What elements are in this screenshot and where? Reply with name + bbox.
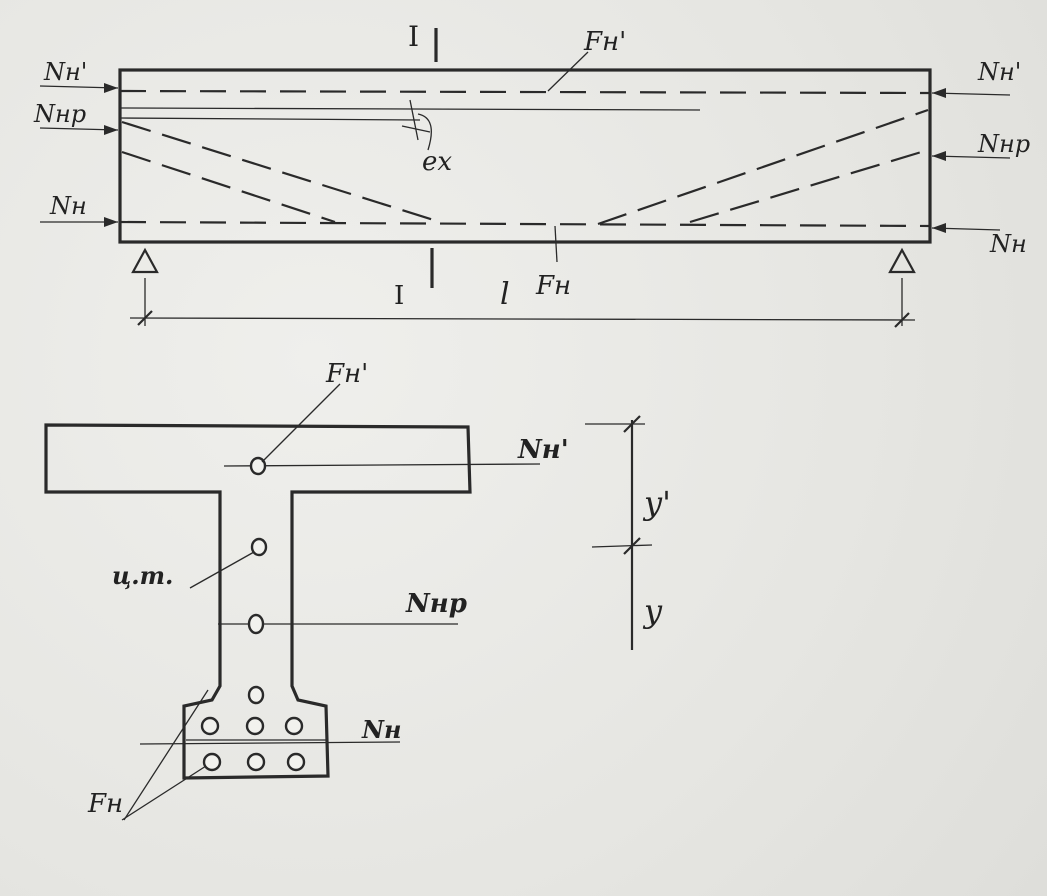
label-force-top-left: Nн' — [43, 58, 87, 86]
label-section-top: I — [408, 20, 419, 53]
cross-section: Fн' ц.т. Fн Nн' Nнр Nн y' y — [44, 359, 671, 821]
label-force-prestress-left: Nнр — [33, 100, 86, 128]
right-support — [888, 247, 916, 274]
section-dimension — [585, 415, 653, 650]
leader-bottom-area — [554, 225, 558, 263]
ref-line-bottom — [139, 741, 401, 745]
label-area-bottom: Fн — [535, 271, 571, 301]
inclined-tendon-right-2 — [689, 148, 929, 224]
beam-outline — [118, 68, 932, 244]
section-outline — [44, 423, 472, 780]
label-force-prestress-right: Nнр — [977, 130, 1030, 158]
left-support — [131, 247, 159, 274]
label-force-top-right: Nн' — [977, 58, 1021, 86]
leader-section-area-top — [261, 383, 341, 463]
leader-top-area — [547, 51, 589, 92]
label-section-force-top: Nн' — [517, 435, 569, 465]
label-section-bottom: I — [394, 281, 404, 311]
label-force-bottom-right: Nн — [989, 230, 1027, 258]
label-section-area-top: Fн' — [325, 359, 368, 389]
label-eccentricity: ex — [422, 147, 452, 177]
inclined-tendon-left-1 — [121, 120, 441, 224]
leader-section-area-bottom-1 — [121, 765, 207, 821]
label-centroid: ц.т. — [112, 561, 173, 590]
inclined-tendon-left-2 — [121, 150, 336, 224]
leader-section-area-bottom-2 — [123, 689, 209, 821]
ref-line-top — [223, 463, 541, 467]
tendon-top — [249, 456, 267, 476]
right-forces — [931, 88, 1011, 233]
tendon-prestress — [247, 613, 265, 635]
label-section-force-prestress: Nнр — [405, 589, 467, 619]
label-area-top: Fн' — [583, 27, 626, 57]
tendon-group-bottom — [200, 685, 306, 772]
centroid-point — [250, 537, 268, 557]
label-section-force-bottom: Nн — [361, 715, 401, 744]
label-dim-upper: y' — [642, 484, 671, 522]
beam-elevation: Nн' Nнр Nн Nн' Nнр Nн Fн' Fн ex l I I — [33, 20, 1030, 328]
inclined-tendon-right-1 — [597, 108, 929, 226]
left-forces — [39, 83, 119, 227]
label-force-bottom-left: Nн — [49, 192, 87, 220]
leader-centroid — [189, 551, 255, 589]
beam-inner-line — [119, 117, 421, 121]
label-dim-lower: y — [642, 592, 663, 630]
label-section-area-bottom: Fн — [87, 789, 123, 819]
bottom-tendon — [119, 220, 931, 228]
beam-inner-line — [119, 107, 701, 111]
label-span: l — [500, 277, 510, 312]
eccentricity-marker — [401, 99, 432, 151]
span-dimension — [129, 278, 916, 328]
top-tendon — [119, 89, 931, 95]
